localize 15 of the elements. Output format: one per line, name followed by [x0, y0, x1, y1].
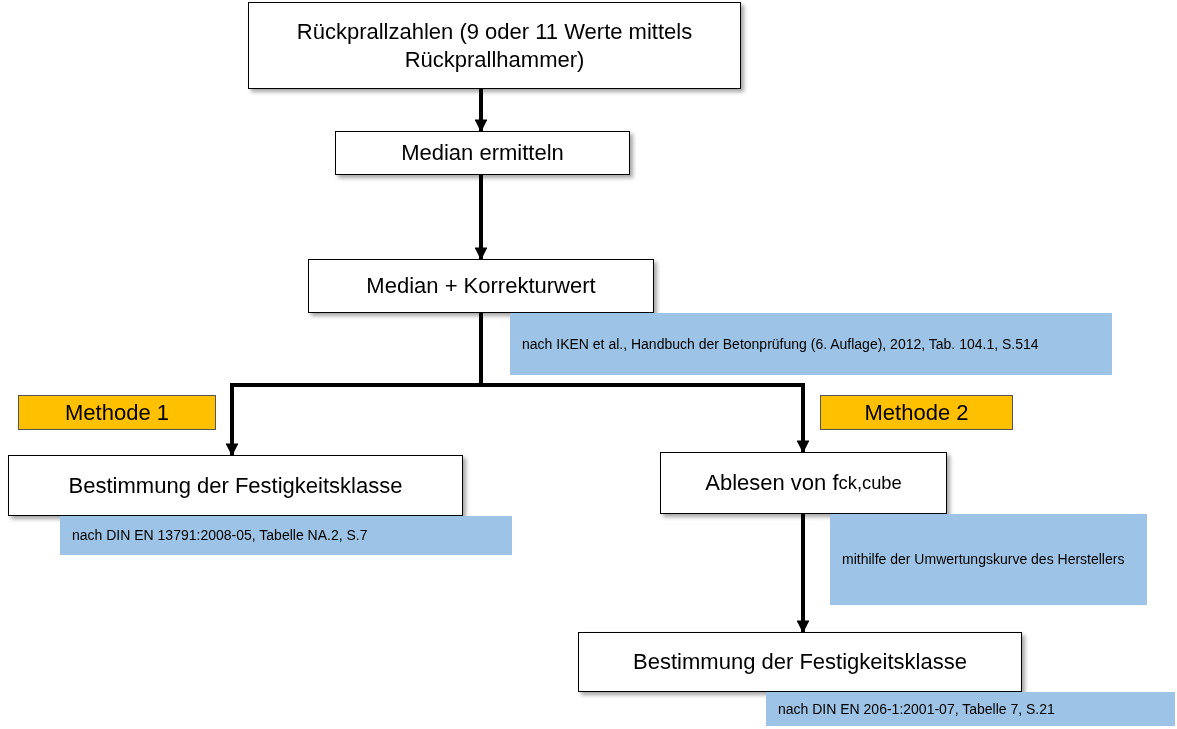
step-box: Bestimmung der Festigkeitsklasse — [8, 455, 463, 516]
source-note: mithilfe der Umwertungskurve des Herstellers — [830, 514, 1147, 605]
step-box: Median ermitteln — [335, 131, 630, 175]
source-note: nach DIN EN 13791:2008-05, Tabelle NA.2, S.7 — [60, 516, 512, 555]
arrow — [479, 313, 810, 454]
method-label: Methode 2 — [820, 395, 1013, 430]
arrow — [796, 514, 810, 634]
method-label: Methode 1 — [18, 395, 216, 430]
arrow — [474, 89, 488, 133]
arrow — [474, 175, 488, 261]
step-box: Median + Korrekturwert — [308, 259, 654, 313]
source-note: nach DIN EN 206-1:2001-07, Tabelle 7, S.21 — [766, 692, 1175, 726]
step-box: Rückprallzahlen (9 oder 11 Werte mittels Rückprallhammer) — [248, 2, 741, 89]
step-box: Bestimmung der Festigkeitsklasse — [578, 632, 1022, 692]
source-note: nach IKEN et al., Handbuch der Betonprüfung (6. Auflage), 2012, Tab. 104.1, S.514 — [510, 313, 1112, 375]
